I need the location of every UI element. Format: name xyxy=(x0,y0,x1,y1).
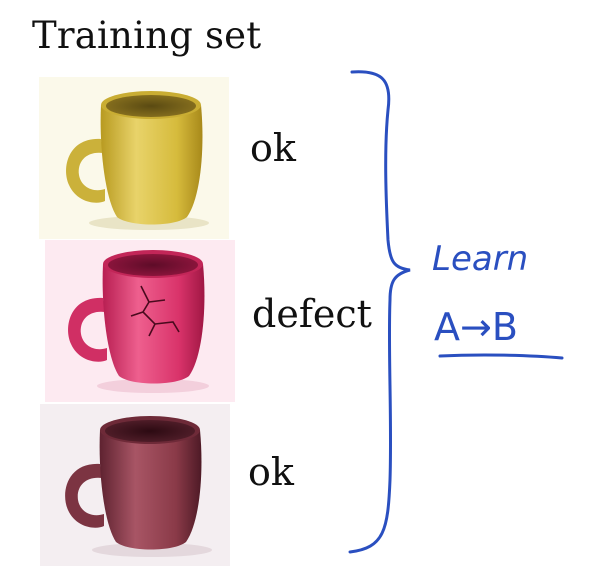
label-defect: defect xyxy=(252,292,372,336)
dark-red-mug-image xyxy=(40,404,230,566)
label-ok-2: ok xyxy=(248,450,294,494)
label-ok-1: ok xyxy=(250,126,296,170)
slide-title: Training set xyxy=(32,14,262,57)
a-to-b-text: A→B xyxy=(434,305,518,349)
learn-text: Learn xyxy=(432,239,528,279)
curly-brace xyxy=(348,70,411,554)
underline xyxy=(438,353,564,360)
yellow-mug-image xyxy=(39,77,229,239)
pink-cracked-mug-image xyxy=(45,240,235,402)
